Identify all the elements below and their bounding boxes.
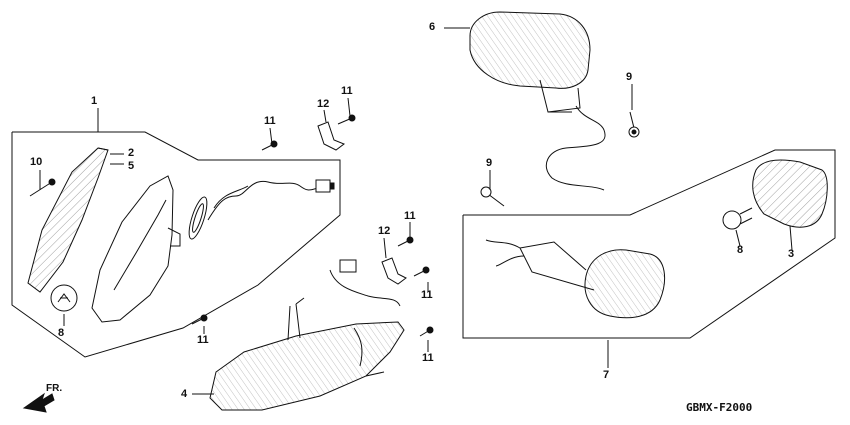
connector-4 — [339, 259, 357, 273]
winker-7 — [584, 249, 666, 319]
callout-11-d: 11 — [421, 289, 433, 301]
callout-8-right: 8 — [737, 244, 744, 256]
callout-11-e: 11 — [197, 334, 209, 346]
group-frame-left — [11, 131, 341, 358]
callout-11-b: 11 — [341, 85, 353, 97]
lens-3 — [752, 159, 828, 228]
callout-12-b: 12 — [378, 225, 391, 237]
callout-4: 4 — [181, 388, 188, 400]
callout-7: 7 — [603, 369, 610, 381]
callout-1: 1 — [91, 95, 98, 107]
callout-10: 10 — [30, 156, 43, 168]
callout-9-top: 9 — [626, 71, 633, 83]
direction-label: FR. — [46, 383, 63, 394]
callout-6: 6 — [429, 21, 436, 33]
callout-11-c: 11 — [404, 210, 416, 222]
callout-12-a: 12 — [317, 98, 330, 110]
screw-9-mid — [487, 193, 505, 207]
winker-6 — [469, 11, 591, 89]
callout-9-mid: 9 — [486, 157, 493, 169]
diagram-code: GBMX-F2000 — [686, 401, 753, 414]
bracket-12b — [381, 257, 407, 285]
callout-2: 2 — [128, 147, 135, 159]
screw-9-top — [629, 111, 635, 129]
lamp-4 — [209, 321, 405, 411]
callout-8-left: 8 — [58, 327, 65, 339]
front-lens-2 — [27, 147, 109, 293]
bulb-8-right — [722, 210, 742, 230]
housing-1 — [91, 175, 174, 323]
callout-11-a: 11 — [264, 115, 276, 127]
group-frame-right — [462, 149, 836, 339]
bracket-12a — [317, 121, 346, 151]
callout-3: 3 — [788, 248, 795, 260]
callout-5: 5 — [128, 160, 135, 172]
screw-10 — [29, 181, 53, 197]
callout-11-f: 11 — [422, 352, 434, 364]
connector-left — [315, 179, 331, 193]
front-arrow — [22, 392, 55, 413]
